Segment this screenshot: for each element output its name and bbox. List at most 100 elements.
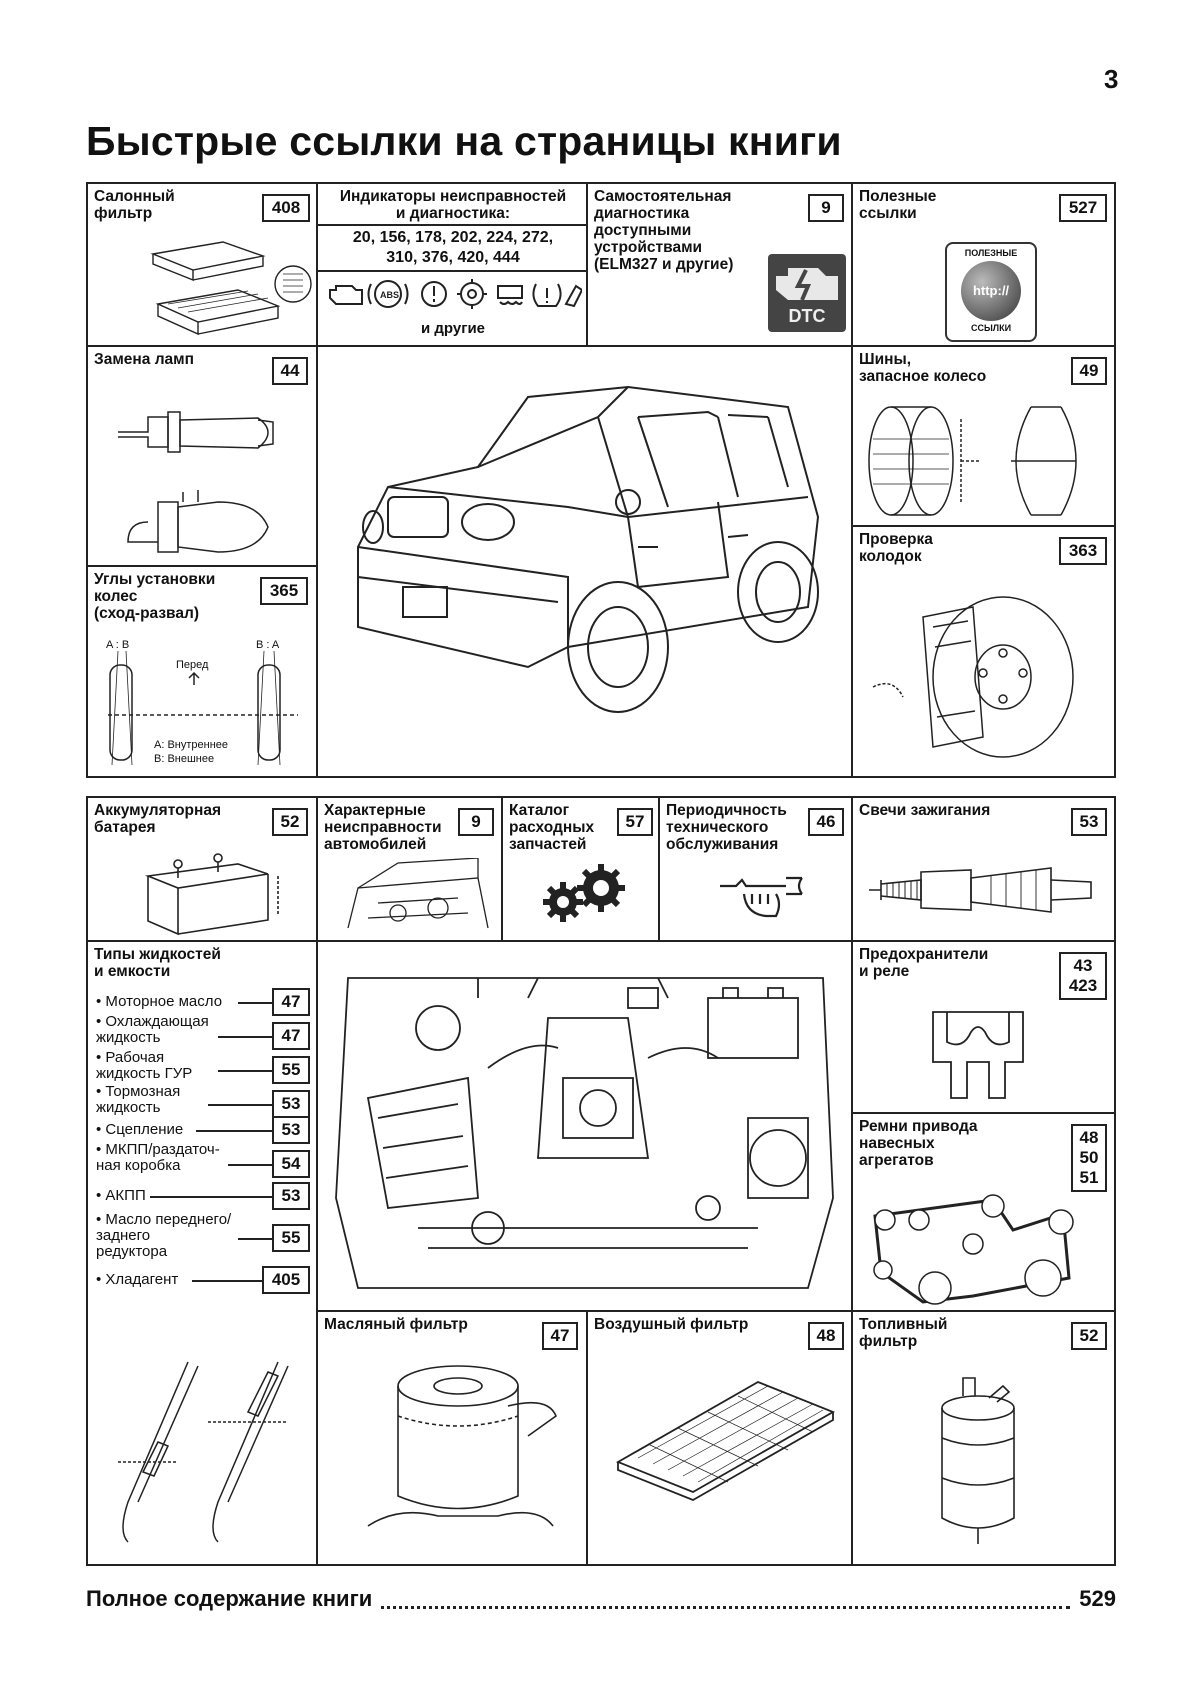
bottom-grid: Аккумуляторная батарея 52 Характерные не… <box>86 796 1116 1566</box>
fuses-page[interactable]: 43 423 <box>1059 952 1107 1000</box>
fluid-item-refrigerant: • Хладагент <box>96 1271 179 1288</box>
fluid-page-coolant[interactable]: 47 <box>272 1022 310 1050</box>
spark-plugs-page[interactable]: 53 <box>1071 808 1107 836</box>
catalog-page[interactable]: 57 <box>617 808 653 836</box>
fluid-item-coolant: • Охлаждающая жидкость <box>96 1013 209 1046</box>
air-filter-label: Воздушный фильтр <box>594 1316 749 1333</box>
cell-belts[interactable]: Ремни привода навесных агрегатов 48 50 5… <box>853 1114 1116 1312</box>
maintenance-page[interactable]: 46 <box>808 808 844 836</box>
fluid-item-automatic: • АКПП <box>96 1187 146 1204</box>
open-hood-illustration <box>347 858 489 929</box>
air-filter-page[interactable]: 48 <box>808 1322 844 1350</box>
cell-fuses[interactable]: Предохранители и реле 43 423 <box>853 942 1116 1114</box>
cell-maintenance[interactable]: Периодичность технического обслуживания … <box>660 798 853 942</box>
fluid-page-refrigerant[interactable]: 405 <box>262 1266 310 1294</box>
cabin-filter-page[interactable]: 408 <box>262 194 310 222</box>
fluid-page-automatic[interactable]: 53 <box>272 1182 310 1210</box>
page-title: Быстрые ссылки на страницы книги <box>86 118 842 164</box>
fluid-page-engine-oil[interactable]: 47 <box>272 988 310 1016</box>
traction-icon <box>497 285 523 305</box>
features-page[interactable]: 9 <box>458 808 494 836</box>
globe-icon: http:// <box>961 261 1021 321</box>
useful-links-page[interactable]: 527 <box>1059 194 1107 222</box>
alignment-label: Углы установки колес (сход-развал) <box>94 571 216 622</box>
alignment-ba: B : A <box>256 639 280 651</box>
toc-page[interactable]: 529 <box>1073 1586 1116 1612</box>
toc-leader-dots <box>86 1606 1070 1609</box>
logo-bottom-text: ССЫЛКИ <box>970 323 1012 333</box>
belts-page[interactable]: 48 50 51 <box>1071 1124 1107 1192</box>
warning-icons: ABS <box>329 279 582 309</box>
fluid-item-clutch: • Сцепление <box>96 1121 184 1138</box>
spark-plugs-label: Свечи зажигания <box>859 802 991 819</box>
cell-fuel-filter[interactable]: Топливный фильтр 52 <box>853 1312 1116 1566</box>
cell-useful-links[interactable]: Полезные ссылки 527 ПОЛЕЗНЫЕ http:// ССЫ… <box>853 184 1116 347</box>
abs-icon <box>367 280 409 308</box>
fuel-filter-illustration <box>941 1377 1015 1544</box>
svg-text:ABS: ABS <box>380 290 399 300</box>
cell-brake-pads[interactable]: Проверка колодок 363 <box>853 527 1116 778</box>
cell-spark-plugs[interactable]: Свечи зажигания 53 <box>853 798 1116 942</box>
fuel-filter-page[interactable]: 52 <box>1071 1322 1107 1350</box>
self-diag-page[interactable]: 9 <box>808 194 844 222</box>
battery-page[interactable]: 52 <box>272 808 308 836</box>
cell-alignment[interactable]: Углы установки колес (сход-развал) 365 A… <box>88 567 318 778</box>
leader-line <box>218 1070 272 1072</box>
cell-air-filter[interactable]: Воздушный фильтр 48 <box>588 1312 853 1566</box>
leader-line <box>196 1130 272 1132</box>
leader-line <box>192 1280 262 1282</box>
cell-indicators[interactable]: Индикаторы неисправностей и диагностика:… <box>318 184 588 347</box>
features-label: Характерные неисправности автомобилей <box>324 802 442 853</box>
tires-page[interactable]: 49 <box>1071 357 1107 385</box>
brake-pads-label: Проверка колодок <box>859 531 933 565</box>
indicators-pages[interactable]: 20, 156, 178, 202, 224, 272, 310, 376, 4… <box>352 229 554 266</box>
dtc-text: DTC <box>788 306 826 326</box>
oil-filter-page[interactable]: 47 <box>542 1322 578 1350</box>
alignment-illustration <box>108 650 298 766</box>
vehicle-illustration <box>357 385 820 713</box>
fuse-illustration <box>932 1011 1024 1099</box>
air-filter-illustration <box>615 1381 836 1501</box>
logo-mid-text: http:// <box>972 283 1010 298</box>
battery-label: Аккумуляторная батарея <box>94 802 222 836</box>
cell-battery[interactable]: Аккумуляторная батарея 52 <box>88 798 318 942</box>
fluid-item-power-steering: • Рабочая жидкость ГУР <box>96 1049 193 1082</box>
wrench-hand-icon <box>720 876 803 918</box>
leader-line <box>218 1036 272 1038</box>
oil-filter-illustration <box>367 1365 557 1527</box>
spark-plug-illustration <box>869 867 1092 913</box>
indicators-divider-2 <box>318 270 586 272</box>
battery-illustration <box>144 853 279 936</box>
fluid-page-manual-transfer[interactable]: 54 <box>272 1150 310 1178</box>
cell-cabin-filter[interactable]: Салонный фильтр 408 <box>88 184 318 347</box>
top-grid: Салонный фильтр 408 Индикаторы неисправн… <box>86 182 1116 778</box>
cell-tires[interactable]: Шины, запасное колесо 49 <box>853 347 1116 527</box>
self-diag-label: Самостоятельная диагностика доступными у… <box>594 188 734 273</box>
cell-fluids[interactable]: Типы жидкостей и емкости • Моторное масл… <box>88 942 318 1566</box>
washer-icon <box>564 284 582 308</box>
gears-icon <box>543 864 625 922</box>
fluid-page-brake-fluid[interactable]: 53 <box>272 1090 310 1118</box>
toc-link[interactable]: Полное содержание книги 529 <box>86 1586 1116 1620</box>
cell-lamps[interactable]: Замена ламп 44 <box>88 347 318 567</box>
cell-features[interactable]: Характерные неисправности автомобилей 9 <box>318 798 503 942</box>
leader-line <box>208 1104 272 1106</box>
fluids-label: Типы жидкостей и емкости <box>94 946 221 980</box>
cabin-filter-illustration <box>150 241 312 336</box>
brake-pads-page[interactable]: 363 <box>1059 537 1107 565</box>
fluid-page-clutch[interactable]: 53 <box>272 1116 310 1144</box>
cell-self-diagnostics[interactable]: Самостоятельная диагностика доступными у… <box>588 184 853 347</box>
fluid-page-power-steering[interactable]: 55 <box>272 1056 310 1084</box>
belt-diagram <box>873 1194 1074 1305</box>
cell-catalog[interactable]: Каталог расходных запчастей 57 <box>503 798 660 942</box>
alignment-page[interactable]: 365 <box>260 577 308 605</box>
alignment-ab: A : B <box>106 639 130 651</box>
catalog-label: Каталог расходных запчастей <box>509 802 595 853</box>
leader-line <box>150 1196 272 1198</box>
maintenance-label: Периодичность технического обслуживания <box>666 802 787 853</box>
fluid-page-differential[interactable]: 55 <box>272 1224 310 1252</box>
cell-oil-filter[interactable]: Масляный фильтр 47 <box>318 1312 588 1566</box>
engine-bay-illustration <box>335 977 834 1289</box>
page-number: 3 <box>1104 64 1119 94</box>
lamps-page[interactable]: 44 <box>272 357 308 385</box>
